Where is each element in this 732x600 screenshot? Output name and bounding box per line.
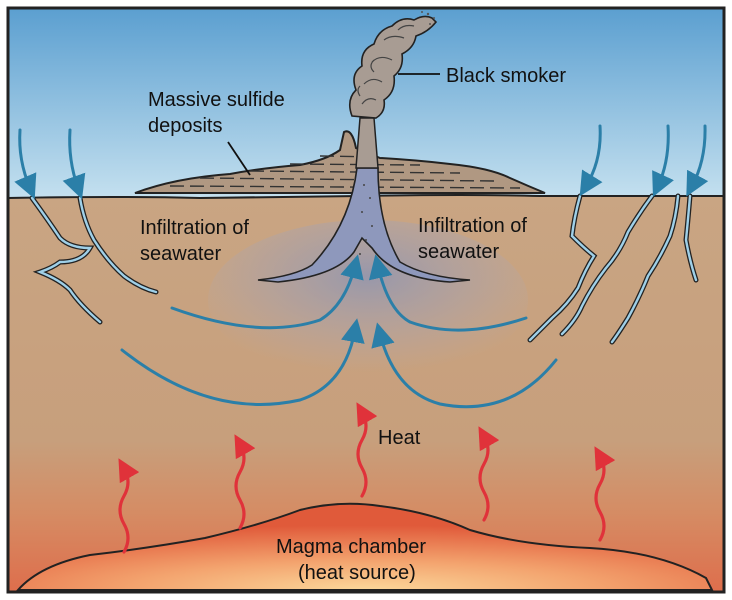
heat-arrow-4 [478, 426, 500, 522]
sulfide-leader [227, 141, 251, 176]
label-sulfide-line2: deposits [148, 115, 223, 137]
circ-arrow-right-inner [368, 254, 528, 332]
down-arrow-3 [579, 124, 603, 197]
sulfide-mound [134, 130, 546, 194]
down-arrow-1 [14, 128, 37, 200]
downwelling-arrows [14, 124, 709, 200]
label-heat: Heat [378, 427, 421, 449]
heat-arrow-1 [118, 458, 140, 554]
down-arrow-2 [62, 128, 86, 200]
label-magma-line1: Magma chamber [276, 536, 426, 558]
label-sulfide-line1: Massive sulfide [148, 89, 285, 111]
circ-arrow-left-outer [120, 318, 365, 406]
circulation-arrows [120, 254, 558, 409]
heat-arrow-3 [356, 402, 378, 498]
label-magma-line2: (heat source) [298, 562, 416, 584]
label-infiltration-right-line1: Infiltration of [418, 215, 527, 237]
down-arrow-4 [652, 124, 674, 197]
circ-arrow-left-inner [170, 254, 364, 330]
frame [6, 6, 726, 594]
label-black-smoker: Black smoker [446, 65, 566, 87]
chimney [355, 117, 379, 169]
heat-arrows [118, 402, 616, 554]
circ-arrow-right-outer [371, 322, 558, 409]
heat-arrow-2 [234, 434, 256, 530]
cracks-right [527, 193, 699, 345]
heat-arrow-5 [594, 446, 616, 542]
down-arrow-5 [686, 124, 709, 197]
label-infiltration-right-line2: seawater [418, 241, 499, 263]
magma-chamber [15, 502, 714, 591]
plume-glow [208, 220, 528, 380]
black-smoker-plume [348, 11, 438, 119]
vent-conduit [257, 167, 471, 283]
label-infiltration-left-line1: Infiltration of [140, 217, 249, 239]
label-infiltration-left-line2: seawater [140, 243, 221, 265]
cracks-left [29, 195, 159, 325]
